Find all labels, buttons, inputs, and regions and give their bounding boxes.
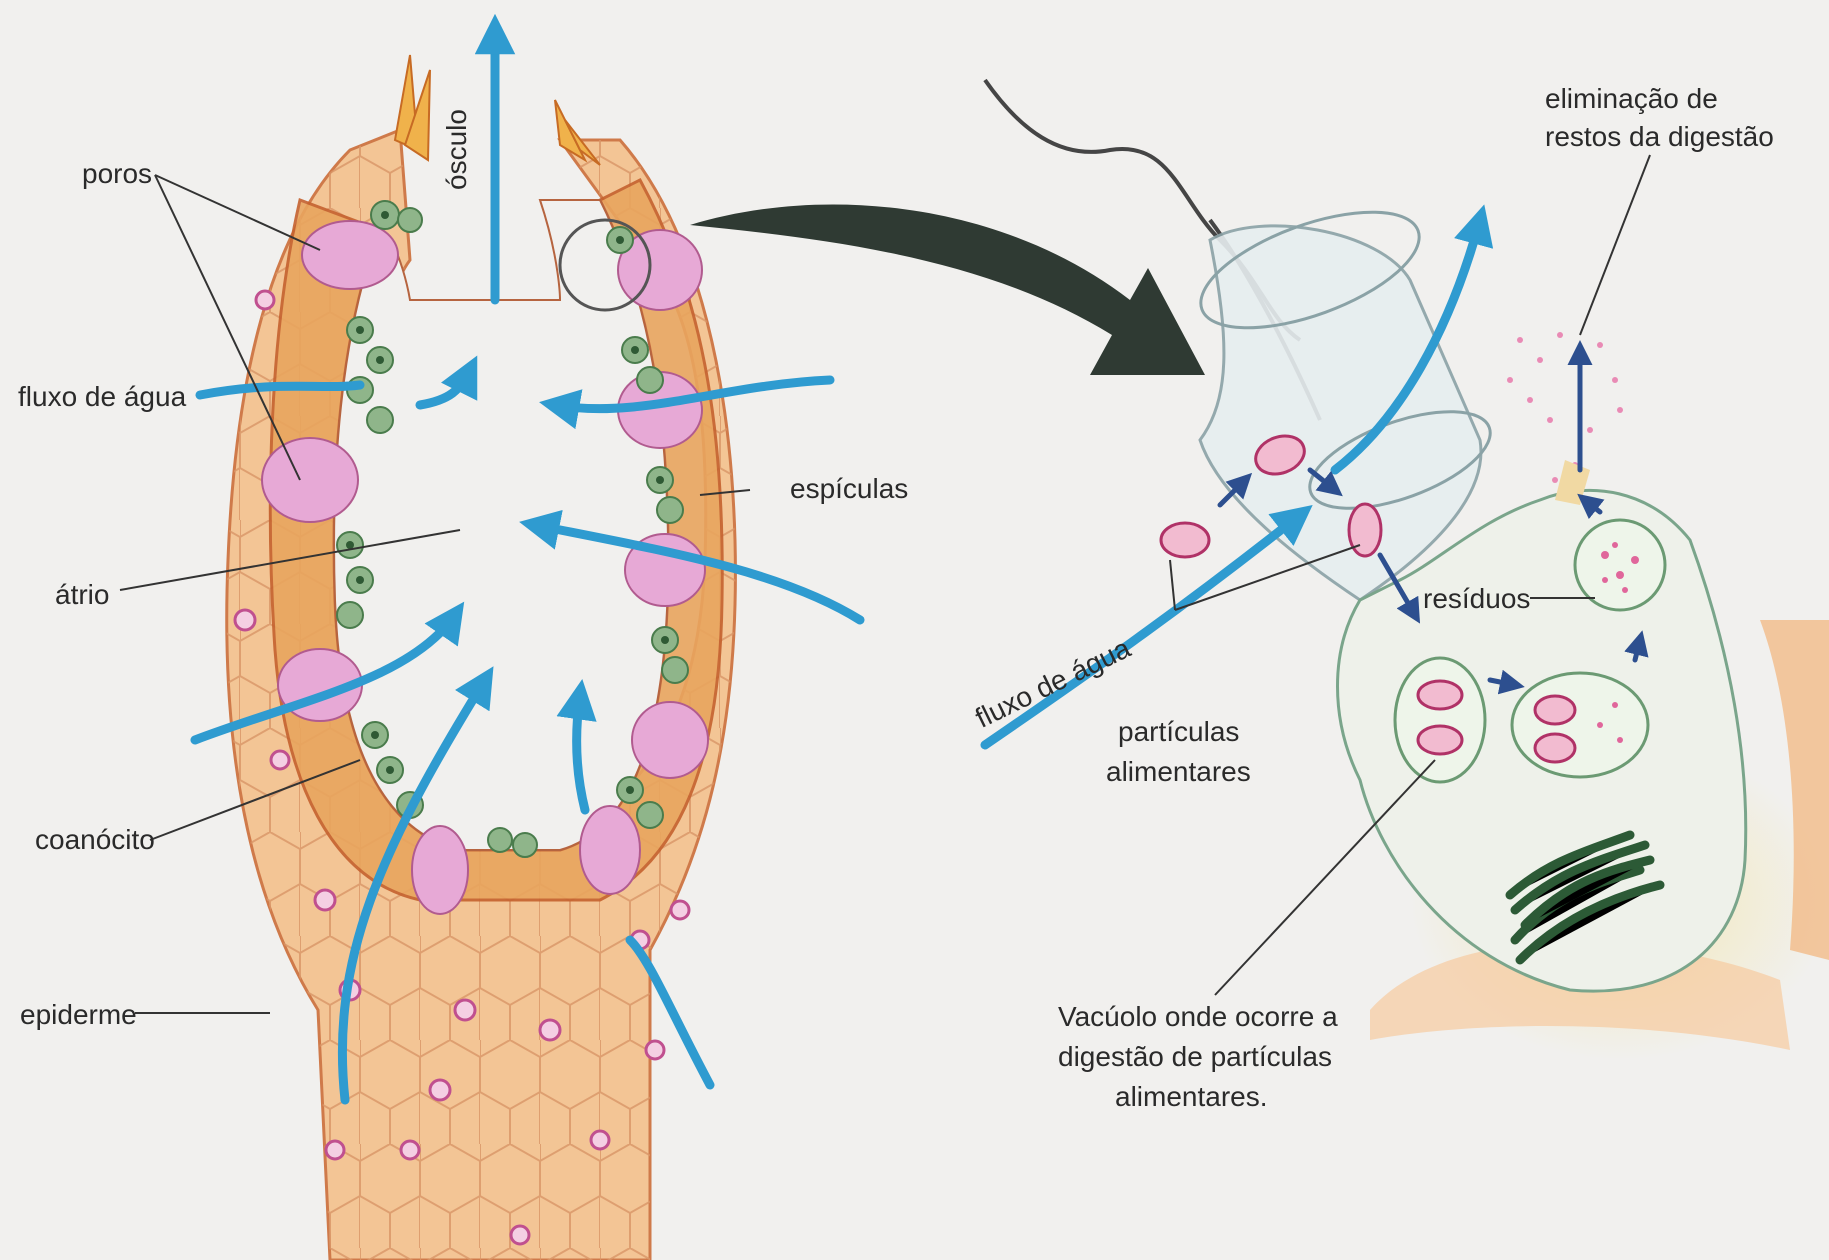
zoom-arrow	[690, 204, 1205, 375]
label-particulas-line1: partículas	[1118, 715, 1239, 749]
label-vacuolo-line1: Vacúolo onde ocorre a	[1058, 1000, 1338, 1034]
label-fluxo-de-agua-left: fluxo de água	[18, 380, 186, 414]
label-residuos: resíduos	[1423, 582, 1530, 616]
label-vacuolo-line2: digestão de partículas	[1058, 1040, 1332, 1074]
label-poros: poros	[82, 157, 152, 191]
label-espiculas: espículas	[790, 472, 908, 506]
label-epiderme: epiderme	[20, 998, 137, 1032]
label-eliminacao-line2: restos da digestão	[1545, 120, 1774, 154]
label-vacuolo-line3: alimentares.	[1115, 1080, 1268, 1114]
label-coanocito: coanócito	[35, 823, 155, 857]
label-particulas-line2: alimentares	[1106, 755, 1251, 789]
choanocyte-cell	[985, 80, 1829, 1060]
label-atrio: átrio	[55, 578, 109, 612]
label-eliminacao-line1: eliminação de	[1545, 82, 1718, 116]
label-osculo: ósculo	[440, 109, 474, 190]
